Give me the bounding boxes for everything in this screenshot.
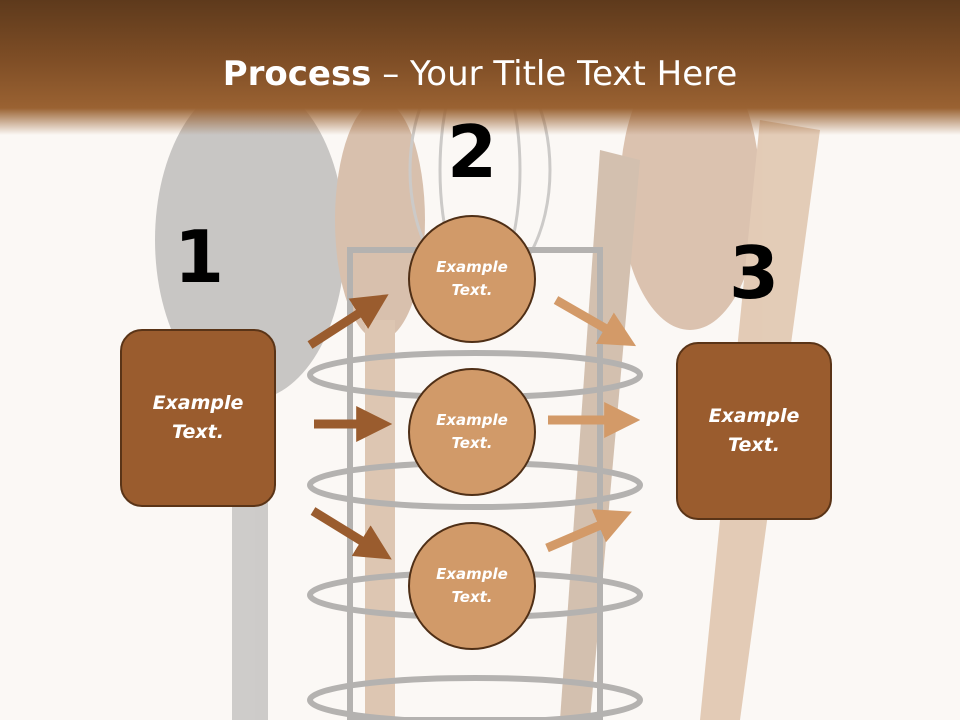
step-number-3: 3 [728, 231, 780, 315]
arrow-top-to-3 [553, 296, 637, 347]
step-3-box: Example Text. [676, 342, 832, 520]
arrow-1-to-top [307, 294, 389, 349]
title-rest: – Your Title Text Here [371, 54, 738, 94]
circle-top-text: Example Text. [436, 258, 508, 299]
step-1-box: Example Text. [120, 329, 276, 507]
step-3-text: Example Text. [708, 405, 800, 456]
title-bar [0, 0, 960, 135]
step-2-circle-bottom: Example Text. [408, 522, 536, 650]
circle-middle-text: Example Text. [436, 411, 508, 452]
title-bold: Process [222, 54, 372, 94]
arrow-1-to-bottom [310, 507, 392, 560]
step-1-text: Example Text. [152, 392, 244, 443]
step-2-circle-middle: Example Text. [408, 368, 536, 496]
page-title: Process – Your Title Text Here [0, 52, 960, 96]
step-2-circle-top: Example Text. [408, 215, 536, 343]
step-number-1: 1 [173, 215, 225, 299]
circle-bottom-text: Example Text. [436, 565, 508, 606]
arrow-bottom-to-3 [545, 509, 632, 553]
step-number-2: 2 [446, 110, 498, 194]
